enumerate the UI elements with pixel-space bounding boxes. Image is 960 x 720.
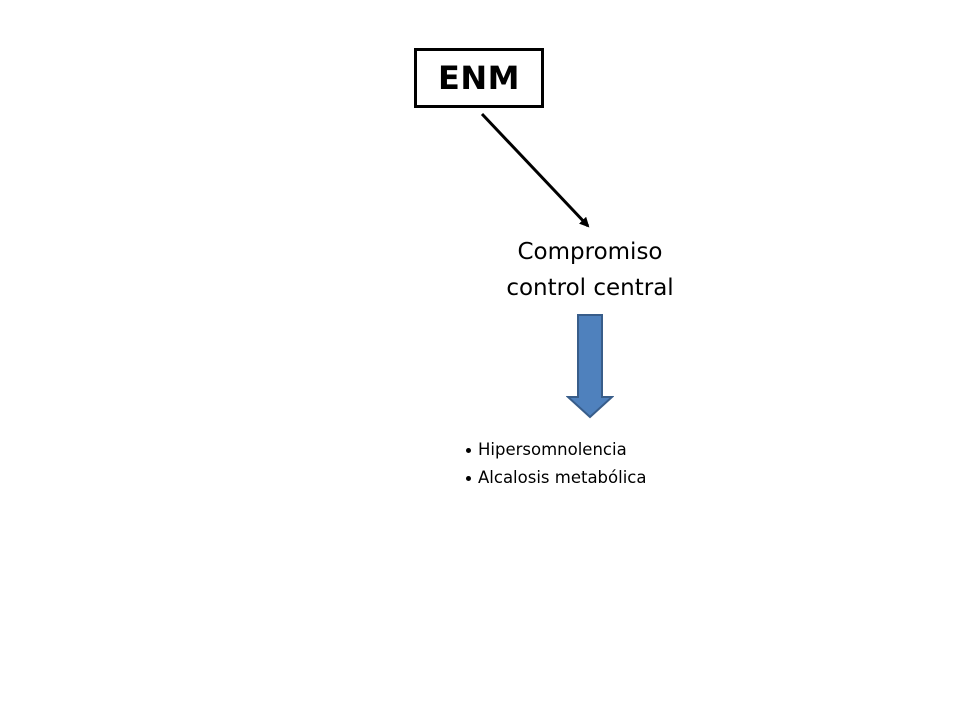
list-item-text: Hipersomnolencia xyxy=(478,440,627,459)
list-item: Alcalosis metabólica xyxy=(466,464,646,492)
bullet-icon xyxy=(466,476,471,481)
node-title-line-1: Compromiso xyxy=(517,239,663,265)
central-control-node: Compromiso control central xyxy=(460,234,720,306)
block-arrow-down-icon xyxy=(566,314,614,419)
root-node-box: ENM xyxy=(414,48,544,108)
list-item-text: Alcalosis metabólica xyxy=(478,468,647,487)
bullet-icon xyxy=(466,448,471,453)
list-item: Hipersomnolencia xyxy=(466,436,646,464)
node-title-line-2: control central xyxy=(506,275,674,301)
root-node-label: ENM xyxy=(438,59,520,97)
findings-list: Hipersomnolencia Alcalosis metabólica xyxy=(466,436,646,492)
block-arrow-shape xyxy=(566,314,614,419)
connector-line xyxy=(480,112,590,228)
